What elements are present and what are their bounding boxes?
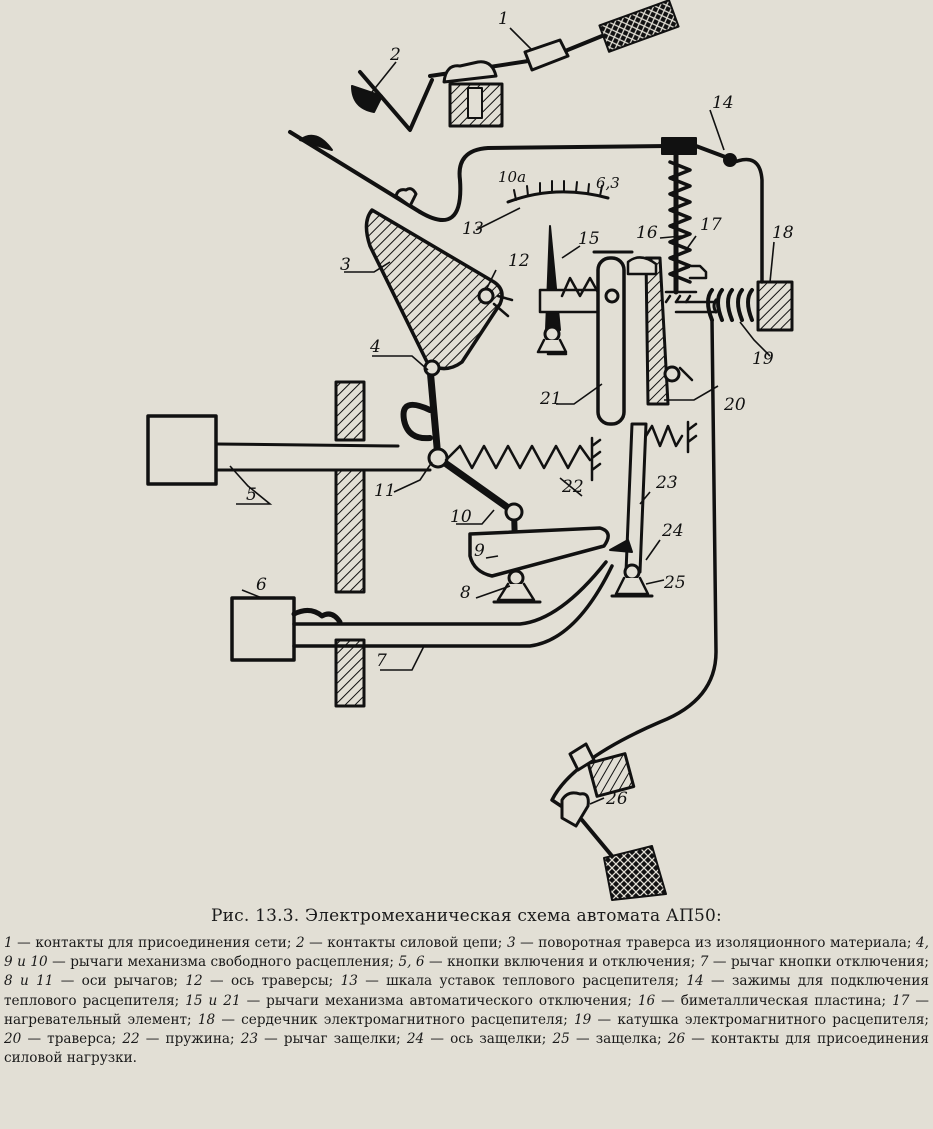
release-lever-15 [536,225,614,354]
legend-text: пружина; [165,1031,235,1048]
label-4: 4 [369,337,381,357]
legend-text: поворотная траверса из изоляционного мат… [538,935,912,951]
insulating-wall [334,380,366,708]
label-19: 19 [752,349,774,369]
off-button-6 [230,596,343,662]
legend-number: 3 [506,935,516,951]
legend-text: сердечник электромагнитного расцепителя; [241,1011,568,1028]
label-11: 11 [374,481,396,501]
legend-text: ось траверсы; [230,973,334,990]
legend-text: оси рычагов; [81,973,179,990]
label-25: 25 [663,573,686,593]
label-24: 24 [661,521,684,541]
legend-text: рычаги механизма свободного расцепления; [70,954,394,971]
legend-number: 25 [552,1031,570,1048]
label-26: 26 [605,789,628,809]
legend-text: рычаг кнопки отключения; [730,954,929,971]
label-18: 18 [772,223,794,243]
legend-number: 22 [122,1031,140,1048]
legend-text: катушка электромагнитного расцепителя; [617,1011,929,1028]
traverse-20 [626,256,694,406]
label-14: 14 [712,93,734,113]
power-contacts-2 [351,60,504,132]
release-lever-21 [592,250,634,426]
legend-text: контакты для присоединения силовой нагру… [4,1031,929,1067]
load-contacts-26 [560,742,667,901]
legend-number: 14 [686,973,704,990]
legend-number: 18 [197,1011,216,1028]
legend-number: 15 и 21 [185,992,241,1009]
on-button-5 [146,414,432,486]
legend-number: 5, 6 [398,954,425,971]
legend-text: ось защелки; [450,1031,547,1048]
leader-lines [229,27,775,805]
legend-text: траверса; [47,1031,117,1048]
ap50-schematic: 1 2 3 4 5 6 7 8 9 10 11 12 13 14 15 16 1… [146,0,794,901]
latch-hook [400,401,433,442]
legend-number: 23 [240,1031,259,1048]
legend-number: 24 [406,1031,425,1048]
label-8: 8 [460,583,471,603]
label-12: 12 [508,251,530,271]
bimetal-assembly [661,137,737,304]
label-9: 9 [474,541,485,561]
legend-number: 17 [892,992,910,1009]
label-20: 20 [723,395,746,415]
legend-text: шкала уставок теплового расцепителя; [386,973,680,990]
load-lead [550,318,718,822]
legend-number: 8 и 11 [4,973,54,990]
legend-number: 4, 9 и 10 [4,935,929,971]
rotating-traverse-3 [364,208,514,371]
free-trip-linkage [423,359,610,604]
figure-legend: 1 — контакты для присоединения сети; 2 —… [4,935,930,1067]
legend-text: контакты для присоединения сети; [35,935,292,951]
scale-max-label: 6,3 [596,174,620,192]
label-15: 15 [578,229,600,249]
legend-number: 2 [295,935,305,951]
figure-caption: Рис. 13.3. Электромеханическая схема авт… [211,906,722,926]
legend-text: рычаг защелки; [283,1031,401,1048]
label-2: 2 [389,45,401,65]
magnetic-release [674,157,794,332]
legend-number: 13 [340,973,358,990]
label-6: 6 [256,575,267,595]
legend-text: нагревательный элемент; [4,1011,192,1028]
legend-number: 16 [637,992,656,1009]
label-7: 7 [376,651,387,671]
off-lever-7 [292,560,614,648]
scale-min-label: 10а [498,168,526,186]
label-16: 16 [636,223,658,243]
label-13: 13 [462,219,484,239]
label-5: 5 [246,485,257,505]
label-22: 22 [561,477,584,497]
legend-text: рычаги механизма автоматического отключе… [266,992,632,1009]
legend-number: 20 [4,1031,22,1048]
legend-number: 7 [699,954,709,971]
legend-text: зажимы для подключения теплового расцепи… [4,973,929,1009]
legend-text: кнопки включения и отключения; [447,954,696,971]
contact-bridge [288,130,670,223]
label-3: 3 [340,255,351,275]
spring-22 [444,436,602,482]
legend-number: 1 [4,935,13,951]
legend-text: защелка; [595,1031,662,1048]
label-17: 17 [700,215,722,235]
label-1: 1 [498,9,509,29]
legend-number: 19 [574,1011,592,1028]
label-10: 10 [450,507,472,527]
legend-number: 12 [185,973,203,990]
label-21: 21 [539,389,562,409]
legend-number: 26 [667,1031,686,1048]
legend-text: контакты силовой цепи; [327,935,503,951]
legend-text: биметаллическая пластина; [680,992,887,1009]
label-23: 23 [655,473,678,493]
callout-labels: 1 2 3 4 5 6 7 8 9 10 11 12 13 14 15 16 1… [246,9,794,809]
thermal-scale-13 [506,180,610,204]
latch-assembly [609,420,698,598]
